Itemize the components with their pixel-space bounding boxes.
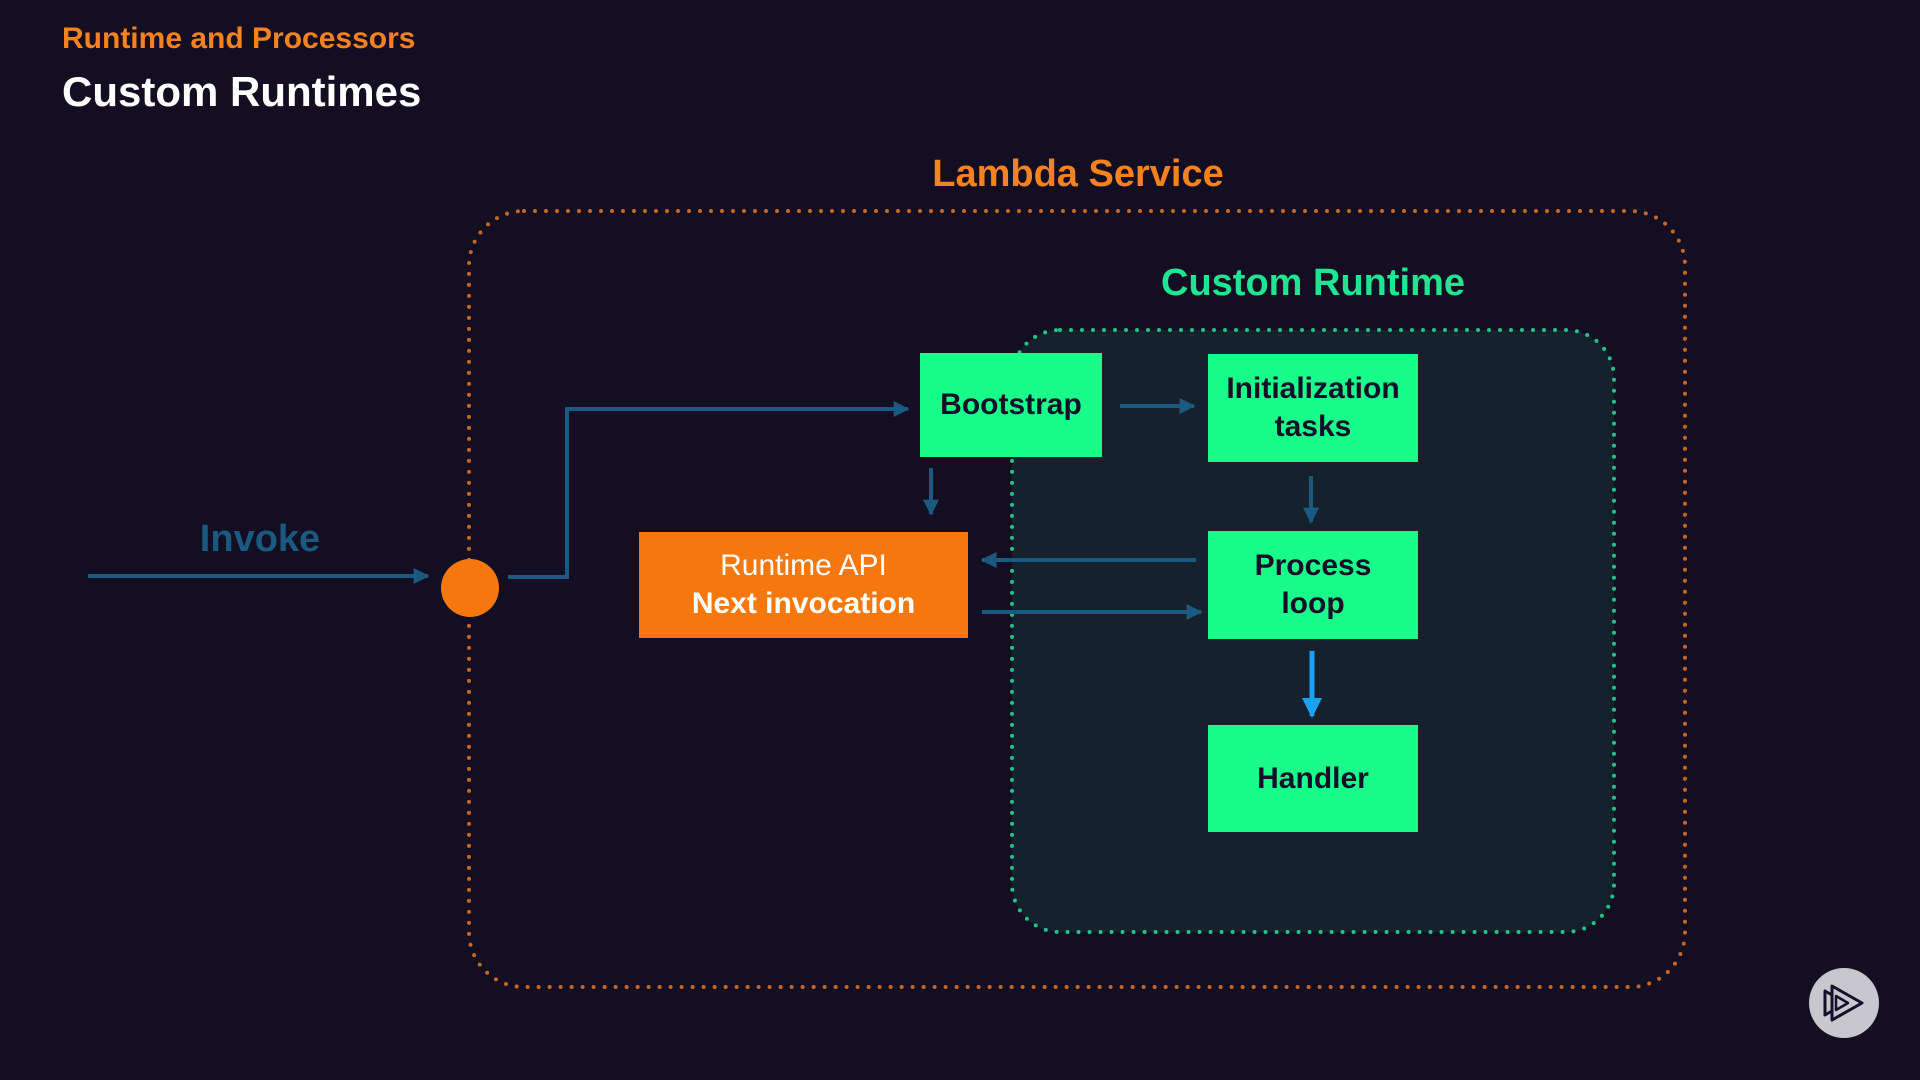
bootstrap-node: Bootstrap (920, 353, 1102, 457)
process-label-line1: Process (1254, 549, 1372, 582)
play-logo-icon (1809, 968, 1879, 1038)
invoke-label: Invoke (199, 518, 321, 560)
lambda-service-container (467, 209, 1687, 989)
bootstrap-label: Bootstrap (940, 388, 1082, 421)
lambda-service-label: Lambda Service (932, 153, 1224, 195)
runtime-api-node: Runtime API Next invocation (639, 532, 968, 638)
section-subtitle: Runtime and Processors (62, 22, 416, 55)
entry-to-bootstrap-arrow (508, 401, 910, 579)
init-label-line1: Initialization (1226, 372, 1400, 405)
process-loop-node: Process loop (1208, 531, 1418, 639)
runtime-api-label: Runtime API (720, 549, 887, 582)
init-label-line2: tasks (1274, 410, 1352, 443)
initialization-tasks-node: Initialization tasks (1208, 354, 1418, 462)
handler-node: Handler (1208, 725, 1418, 832)
next-invocation-label: Next invocation (691, 587, 916, 620)
page-title: Custom Runtimes (62, 68, 422, 115)
entry-point (441, 559, 499, 617)
custom-runtime-label: Custom Runtime (1161, 262, 1465, 304)
process-label-line2: loop (1281, 587, 1345, 620)
handler-label: Handler (1257, 761, 1369, 795)
